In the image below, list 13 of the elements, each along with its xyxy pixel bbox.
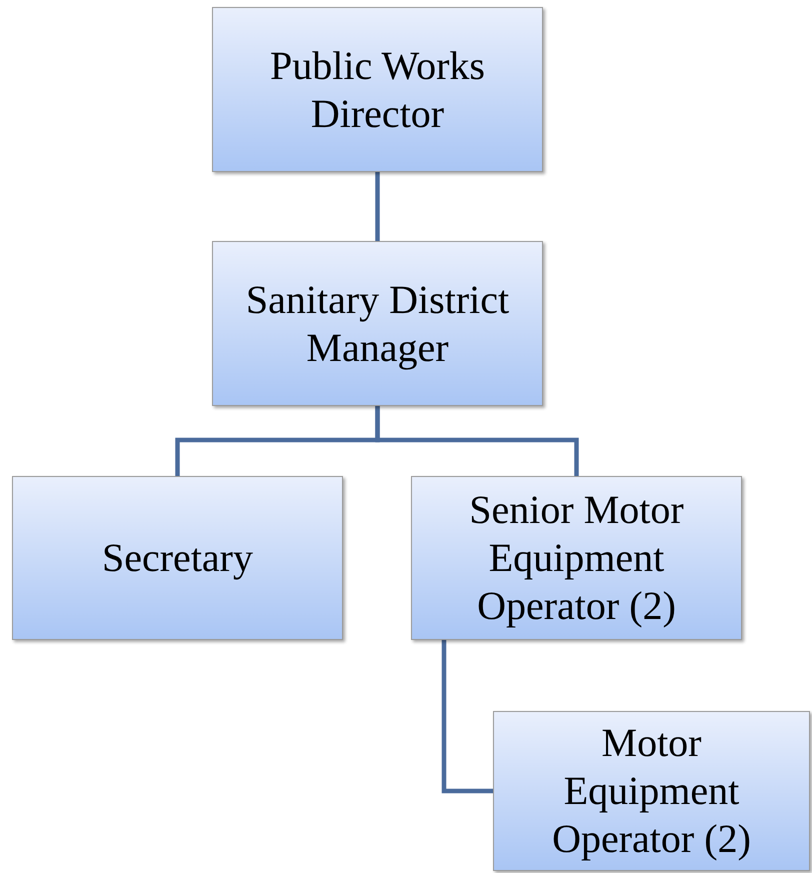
position-box: [12, 476, 343, 640]
position-box: [493, 711, 810, 871]
job-title: Secretary: [102, 534, 253, 582]
job-title: Sanitary District Manager: [244, 276, 510, 372]
position-box: [411, 476, 742, 640]
connector-line: [375, 172, 380, 241]
position-box: [212, 241, 543, 406]
job-title: Motor Equipment Operator (2): [551, 719, 752, 863]
position-box: [212, 7, 543, 172]
job-title: Public Works Director: [269, 42, 486, 138]
connector-line: [375, 406, 579, 476]
job-title: Senior Motor Equipment Operator (2): [468, 486, 685, 630]
connector-line: [442, 640, 493, 794]
